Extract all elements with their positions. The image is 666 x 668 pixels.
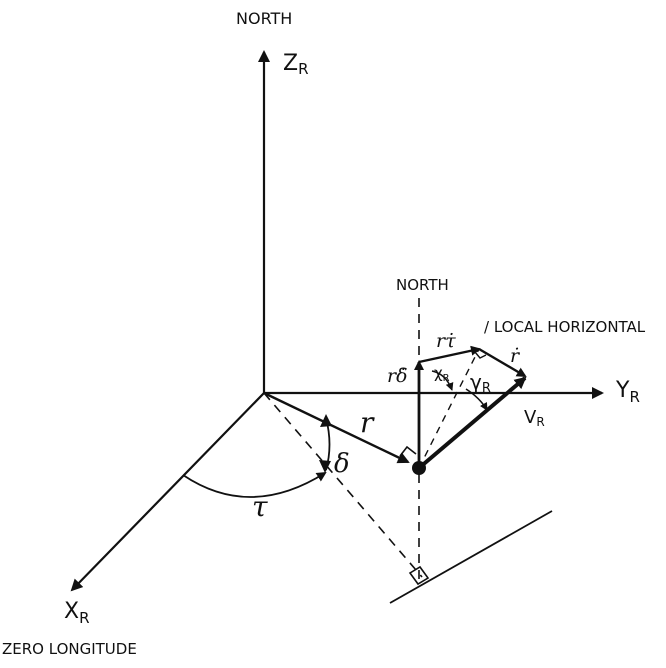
ground-right-angle-mark xyxy=(408,565,430,586)
local-horizontal-right-angle-mark xyxy=(474,351,487,359)
delta-label: δ xyxy=(334,449,350,479)
north-top-label: NORTH xyxy=(236,9,292,28)
y-axis-label: YR xyxy=(615,378,640,406)
tau-label: τ xyxy=(252,490,268,523)
position-vector-r xyxy=(263,391,410,464)
velocity-label: VR xyxy=(524,407,545,429)
tau-angle-arc xyxy=(182,471,327,498)
x-axis-line xyxy=(70,392,265,592)
north-local-label: NORTH xyxy=(396,276,449,294)
chi-label: χR xyxy=(434,364,450,384)
gamma-label: γR xyxy=(470,370,491,396)
delta-arc-arrow-top xyxy=(320,414,332,427)
r-tau-dot-label: rτ̇ xyxy=(436,330,456,352)
velocity-vector xyxy=(417,376,527,470)
velocity-horizontal-projection-dashed xyxy=(418,348,480,469)
local-horizontal-label: / LOCAL HORIZONTAL xyxy=(484,318,646,336)
zero-longitude-label: ZERO LONGITUDE xyxy=(2,640,137,658)
chi-angle-arc xyxy=(431,370,454,391)
r-label: r xyxy=(360,406,375,439)
x-axis-label: XR xyxy=(64,599,90,627)
delta-arc-arrow-bottom xyxy=(319,460,331,473)
z-axis-label: ZR xyxy=(283,51,309,78)
r-delta-dot-label: rδ̇ xyxy=(387,365,408,387)
r-dot-label: ṙ xyxy=(510,345,521,367)
gamma-angle-arc xyxy=(465,388,488,411)
vehicle-right-angle-mark xyxy=(399,445,417,457)
projection-dashed-line xyxy=(263,392,423,578)
r-dot-vector xyxy=(478,347,527,378)
r-tau-dot-vector xyxy=(418,345,481,364)
ground-line xyxy=(389,510,553,604)
